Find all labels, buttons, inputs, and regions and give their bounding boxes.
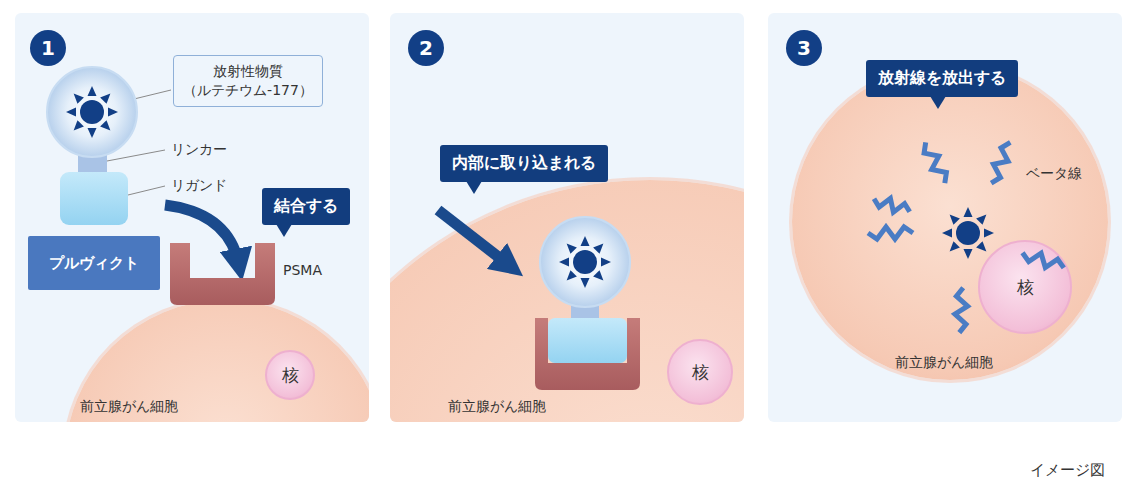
node-text: 核 <box>282 364 299 387</box>
node-text: 核 <box>692 361 709 384</box>
node-text: 1 <box>41 36 55 60</box>
node-text: 結合する <box>274 196 338 215</box>
cell-label: 前立腺がん細胞 <box>895 354 993 372</box>
node-text: 2 <box>419 36 433 60</box>
callout-number: 3 <box>786 30 822 66</box>
speech-bubble: 内部に取り込まれる <box>440 145 608 182</box>
part-label: リンカー <box>171 141 227 159</box>
beta-ray <box>1023 253 1064 268</box>
speech-bubble: 結合する <box>262 188 350 225</box>
node-text: 核 <box>1017 276 1034 299</box>
beta-ray <box>868 227 913 239</box>
panel: 1 放射性物質 （ルテチウム-177） プルヴィクト 結合する前立腺がん細胞 核 リンカー… <box>15 13 369 422</box>
node-text: 内部に取り込まれる <box>452 153 596 172</box>
caption: イメージ図 <box>1030 461 1105 480</box>
panel: 3 放射線を放出する前立腺がん細胞 核 ベータ線 <box>768 13 1122 422</box>
drug-name-box: プルヴィクト <box>28 236 160 290</box>
drug-illustration <box>390 13 744 422</box>
cell-label: 前立腺がん細胞 <box>448 398 546 416</box>
beta-ray <box>991 142 1010 183</box>
cancer-cell: 前立腺がん細胞 核 <box>65 300 369 422</box>
cell-label: 前立腺がん細胞 <box>80 398 178 416</box>
node-text: 放射線を放出する <box>878 68 1006 87</box>
callout-number: 2 <box>408 30 444 66</box>
speech-bubble: 放射線を放出する <box>866 60 1018 97</box>
callout-box: 放射性物質 （ルテチウム-177） <box>173 55 323 107</box>
cell-nucleus: 核 <box>667 339 733 405</box>
cell-nucleus: 核 <box>265 350 315 400</box>
node-text: プルヴィクト <box>49 254 139 273</box>
panel: 2 内部に取り込まれる前立腺がん細胞 核 <box>390 13 744 422</box>
beta-ray <box>955 288 968 333</box>
beta-ray <box>874 198 910 212</box>
cancer-cell: 前立腺がん細胞 核 <box>792 64 1108 380</box>
callout-number: 1 <box>30 30 66 66</box>
node-text: 3 <box>797 36 811 60</box>
beta-ray <box>924 142 946 183</box>
part-label: リガンド <box>171 177 227 195</box>
part-label: PSMA <box>283 262 322 278</box>
node-text: 放射性物質 （ルテチウム-177） <box>183 63 313 98</box>
part-label: ベータ線 <box>1026 165 1082 183</box>
